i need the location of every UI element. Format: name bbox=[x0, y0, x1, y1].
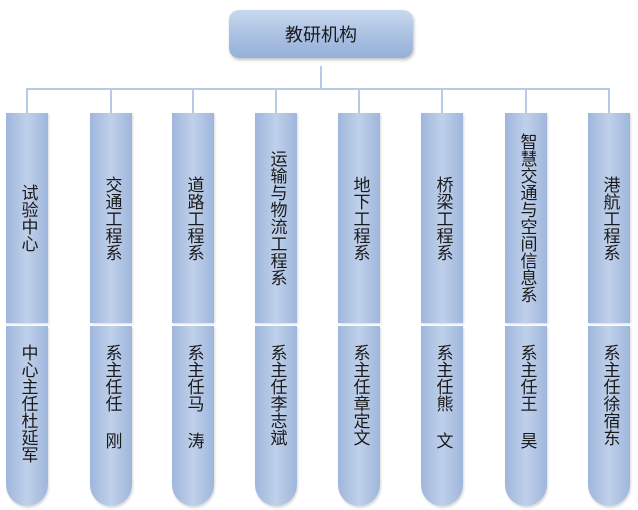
department-head-box: 系主任任 刚 bbox=[90, 326, 132, 506]
department-box: 港航工程系 bbox=[588, 113, 630, 323]
department-name: 智慧交通与空间信息系 bbox=[516, 133, 537, 303]
department-head-box: 系主任章定文 bbox=[338, 326, 380, 506]
root-title: 教研机构 bbox=[285, 25, 357, 46]
root-node: 教研机构 bbox=[229, 10, 413, 58]
department-head-box: 系主任熊 文 bbox=[421, 326, 463, 506]
department-box: 试验中心 bbox=[6, 113, 48, 323]
department-head: 系主任熊 文 bbox=[432, 344, 453, 449]
root-connector bbox=[320, 66, 322, 88]
horizontal-connector bbox=[26, 88, 610, 90]
department-connector bbox=[26, 89, 28, 113]
department-name: 交通工程系 bbox=[101, 175, 122, 261]
department-box: 智慧交通与空间信息系 bbox=[505, 113, 547, 323]
department-head-box: 系主任马 涛 bbox=[172, 326, 214, 506]
department-name: 试验中心 bbox=[17, 184, 38, 252]
department-box: 道路工程系 bbox=[172, 113, 214, 323]
department-head: 系主任任 刚 bbox=[101, 344, 122, 449]
department-name: 地下工程系 bbox=[349, 175, 370, 261]
department-name: 运输与物流工程系 bbox=[266, 150, 287, 286]
department-head-box: 系主任王 昊 bbox=[505, 326, 547, 506]
department-head-box: 中心主任杜延军 bbox=[6, 326, 48, 506]
department-connector bbox=[525, 89, 527, 113]
department-connector bbox=[608, 89, 610, 113]
department-connector bbox=[110, 89, 112, 113]
department-box: 运输与物流工程系 bbox=[255, 113, 297, 323]
department-box: 地下工程系 bbox=[338, 113, 380, 323]
department-name: 道路工程系 bbox=[183, 175, 204, 261]
department-connector bbox=[358, 89, 360, 113]
department-head-box: 系主任徐宿东 bbox=[588, 326, 630, 506]
department-head: 系主任徐宿东 bbox=[599, 344, 620, 446]
department-head: 系主任李志斌 bbox=[266, 344, 287, 446]
department-head: 系主任马 涛 bbox=[183, 344, 204, 449]
department-name: 港航工程系 bbox=[599, 175, 620, 261]
department-head: 系主任章定文 bbox=[349, 344, 370, 446]
department-head: 中心主任杜延军 bbox=[17, 344, 38, 463]
department-connector bbox=[441, 89, 443, 113]
department-connector bbox=[275, 89, 277, 113]
department-box: 桥梁工程系 bbox=[421, 113, 463, 323]
department-head-box: 系主任李志斌 bbox=[255, 326, 297, 506]
department-connector bbox=[192, 89, 194, 113]
department-head: 系主任王 昊 bbox=[516, 344, 537, 449]
department-name: 桥梁工程系 bbox=[432, 175, 453, 261]
department-box: 交通工程系 bbox=[90, 113, 132, 323]
